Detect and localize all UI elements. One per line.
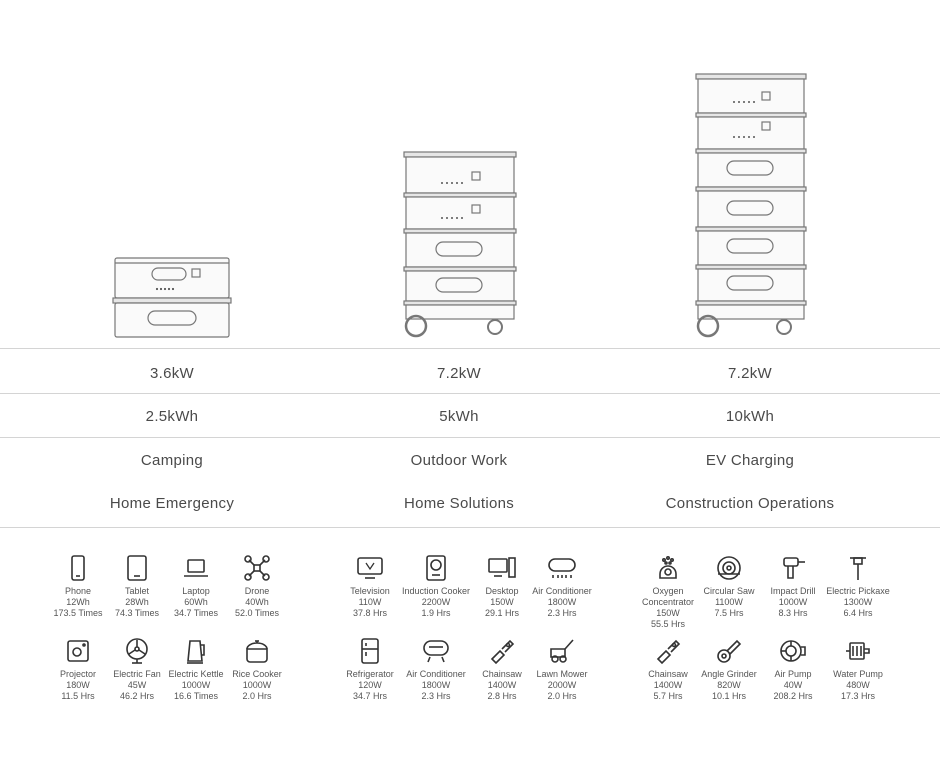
chainsaw-icon — [656, 639, 681, 665]
portable-ac-icon — [423, 640, 449, 663]
use-scenario: Home Solutions — [403, 495, 515, 512]
row-divider — [0, 393, 940, 394]
phone-icon — [71, 555, 85, 581]
use-scenario: Home Emergency — [109, 495, 235, 512]
battery-stack-large — [695, 73, 807, 338]
laptop-icon — [184, 559, 208, 577]
power-rating: 3.6kW — [149, 365, 194, 382]
capacity-rating: 2.5kWh — [145, 408, 199, 425]
fan-icon — [126, 638, 148, 664]
oxygen-concentrator-icon — [659, 555, 677, 579]
drone-icon — [244, 555, 270, 581]
power-rating: 7.2kW — [436, 365, 481, 382]
use-scenario: Camping — [140, 452, 204, 469]
tablet-icon — [127, 555, 147, 581]
row-divider — [0, 527, 940, 528]
water-pump-icon — [846, 642, 870, 660]
pickaxe-icon — [850, 557, 866, 580]
impact-drill-icon — [783, 557, 805, 579]
use-scenario: Outdoor Work — [410, 452, 508, 469]
induction-cooker-icon — [426, 555, 446, 581]
row-divider — [0, 348, 940, 349]
desktop-icon — [488, 557, 516, 578]
angle-grinder-icon — [717, 639, 742, 663]
projector-icon — [67, 640, 89, 662]
row-divider — [0, 437, 940, 438]
lawn-mower-icon — [550, 639, 574, 663]
use-scenario: Construction Operations — [665, 495, 835, 512]
capacity-rating: 5kWh — [439, 408, 479, 425]
capacity-rating: 10kWh — [725, 408, 775, 425]
air-conditioner-icon — [548, 558, 576, 578]
battery-stack-small — [112, 257, 232, 338]
rice-cooker-icon — [246, 640, 268, 663]
tv-icon — [357, 557, 383, 579]
kettle-icon — [187, 640, 205, 664]
refrigerator-icon — [361, 638, 379, 664]
battery-stack-medium — [403, 151, 517, 338]
air-pump-icon — [780, 640, 806, 662]
circular-saw-icon — [717, 556, 741, 580]
use-scenario: EV Charging — [705, 452, 795, 469]
power-rating: 7.2kW — [727, 365, 772, 382]
chainsaw-icon — [490, 639, 515, 665]
